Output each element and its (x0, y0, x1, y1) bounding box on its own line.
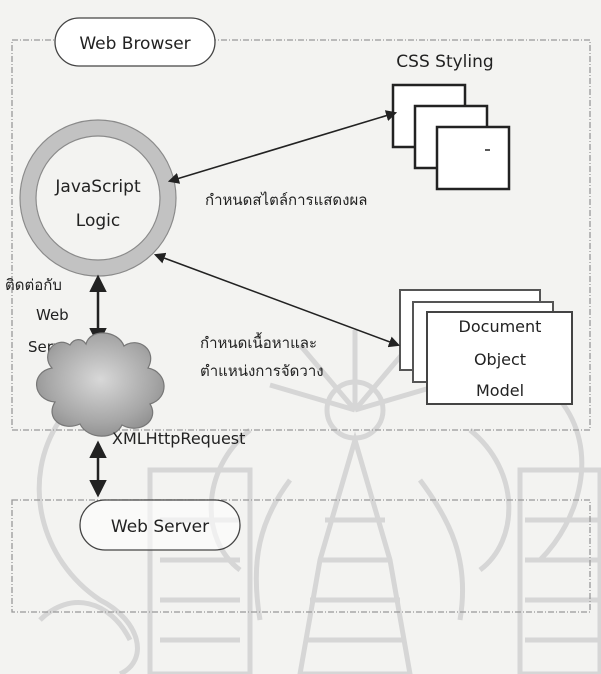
css-edge-label: กำหนดสไตล์การแสดงผล (205, 191, 367, 209)
javascript-logic-node: JavaScript Logic (19, 119, 177, 277)
object-label: Object (474, 350, 526, 369)
css-title: CSS Styling (396, 52, 493, 72)
dom-edge-label-line2: ตำแหน่งการจัดวาง (200, 362, 324, 380)
css-page-front (435, 125, 511, 191)
document-label: Document (459, 317, 542, 336)
browser-pill (54, 17, 216, 67)
server-container (11, 499, 591, 613)
arrow-js-css (167, 110, 398, 184)
css-pages (391, 83, 511, 191)
dom-edge-label-line1: กำหนดเนื้อหาและ (200, 332, 317, 352)
browser-title: Web Browser (79, 34, 190, 54)
dom-page-front (426, 311, 573, 405)
model-label: Model (476, 381, 524, 400)
javascript-label: JavaScript (54, 177, 141, 197)
logic-label: Logic (76, 211, 120, 231)
server-link-line1: ติดต่อกับ (5, 276, 62, 294)
browser-container (11, 39, 591, 431)
server-title: Web Server (111, 517, 209, 537)
internet-cloud (36, 332, 165, 437)
xhr-label: XMLHttpRequest (112, 429, 245, 448)
arrow-js-dom (153, 252, 401, 348)
server-link-line2: Web (36, 306, 69, 324)
server-pill (79, 499, 241, 551)
